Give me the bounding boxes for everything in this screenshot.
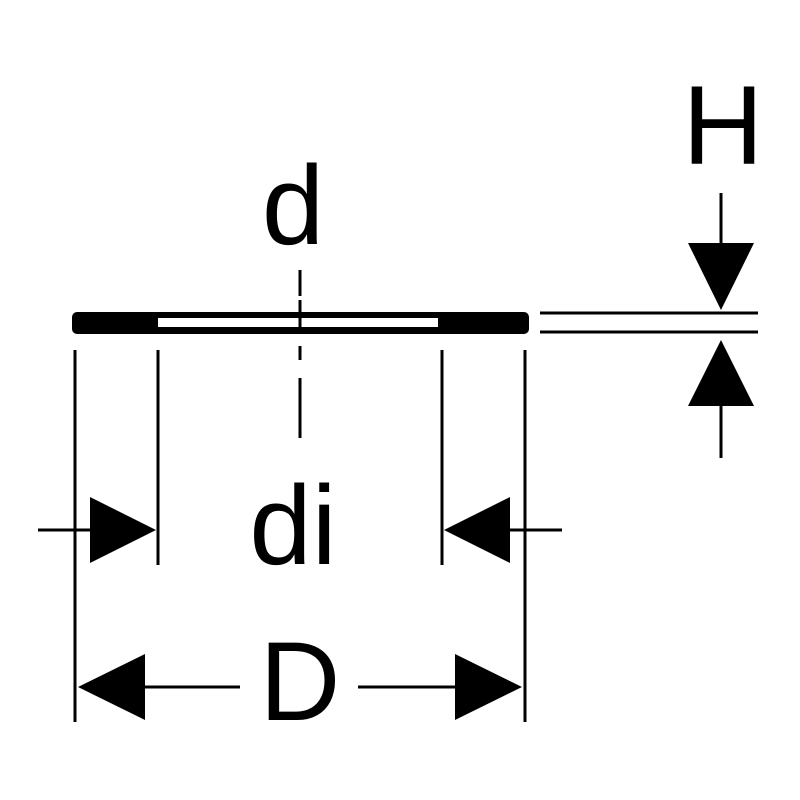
height-dimension xyxy=(540,193,758,458)
inner-diameter-dimension xyxy=(38,497,562,563)
arrow-left-icon xyxy=(444,497,510,563)
label-height: H xyxy=(683,63,764,188)
label-outer-diameter: D xyxy=(260,619,341,744)
arrow-down-icon xyxy=(688,243,754,310)
arrow-left-icon xyxy=(78,654,145,720)
label-inner-diameter: di xyxy=(249,463,336,588)
arrow-up-icon xyxy=(688,340,754,406)
washer-inner-slot xyxy=(158,318,438,327)
arrow-right-icon xyxy=(90,497,156,563)
arrow-right-icon xyxy=(455,654,522,720)
outer-diameter-dimension xyxy=(78,654,522,720)
extension-lines xyxy=(73,350,527,722)
label-diameter: d xyxy=(262,143,324,268)
